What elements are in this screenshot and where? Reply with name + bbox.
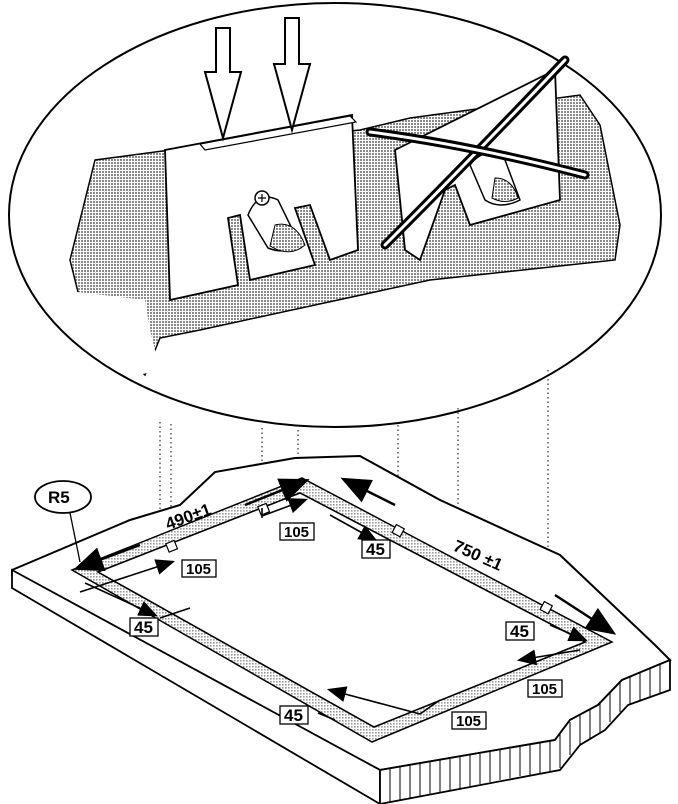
border-label-right: 45 <box>510 622 529 641</box>
border-label-left: 45 <box>134 618 153 637</box>
border-label-top: 45 <box>366 540 385 559</box>
press-down-arrow-icon <box>203 17 312 142</box>
cut-out-opening <box>96 492 587 728</box>
detail-callout <box>8 2 662 428</box>
radius-label: R5 <box>48 488 70 507</box>
clip-offset-label-4: 105 <box>456 713 481 730</box>
countertop-end-grain <box>379 658 671 804</box>
clip-offset-label-2: 105 <box>284 524 309 541</box>
border-label-bottom: 45 <box>284 706 303 725</box>
radius-callout: R5 <box>34 480 92 563</box>
detail-ellipse <box>8 2 662 428</box>
countertop-edge <box>11 568 381 804</box>
forbidden-cross-icon <box>365 55 590 250</box>
incorrect-clip <box>394 68 561 262</box>
clip-offset-label-3: 105 <box>532 681 557 698</box>
clip-markers <box>165 502 554 615</box>
dimension-lines <box>73 477 617 721</box>
correct-clip <box>164 113 359 302</box>
countertop-cutout <box>11 454 672 804</box>
clip-offset-label-1: 105 <box>186 561 211 578</box>
